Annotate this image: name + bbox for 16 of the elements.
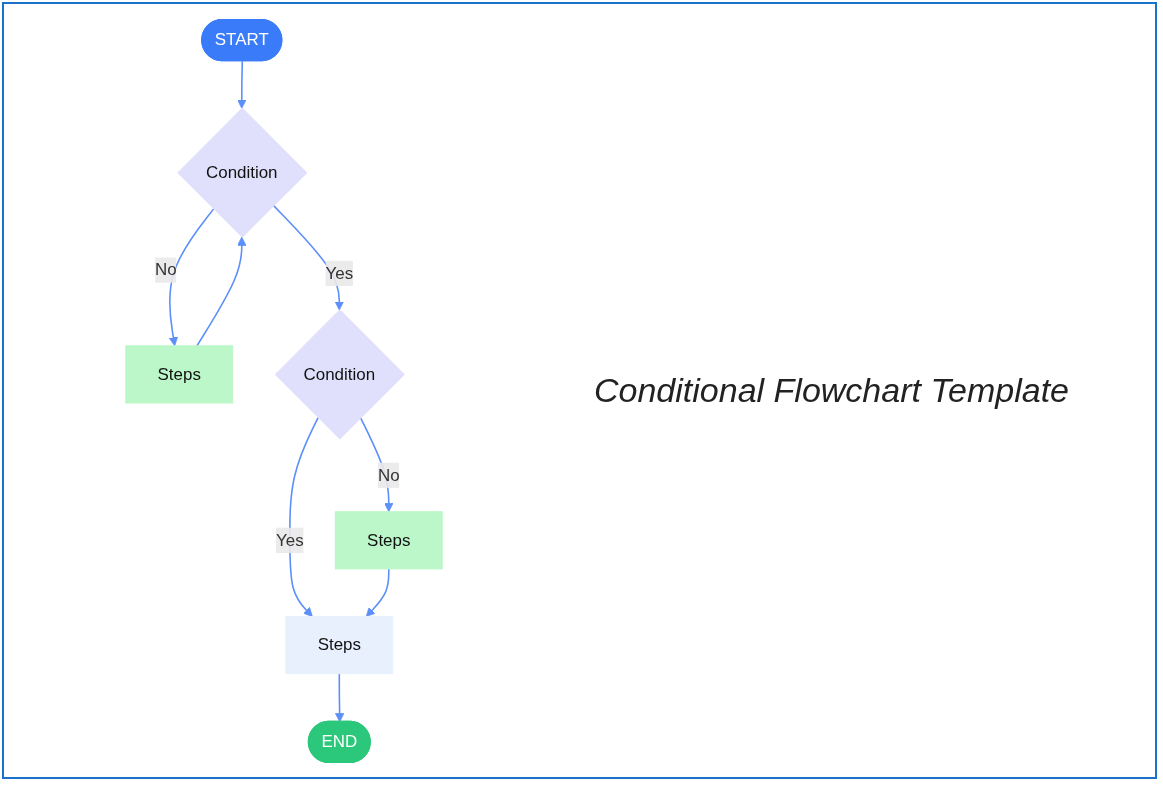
- arrow: [289, 416, 319, 617]
- title: Conditional Flowchart Template: [594, 371, 1070, 410]
- node-box: Steps: [334, 510, 443, 569]
- edge-label: Yes: [325, 263, 354, 282]
- arrow: [196, 236, 247, 347]
- edge-label: No: [155, 260, 177, 279]
- node-diamond: Condition: [177, 107, 308, 238]
- arrow: [365, 567, 390, 617]
- arrow: [335, 672, 345, 722]
- arrow: [168, 207, 215, 346]
- edge-label: Yes: [276, 530, 304, 549]
- node-diamond: Condition: [274, 308, 405, 439]
- node-box: Steps: [125, 344, 234, 403]
- arrow: [237, 59, 247, 109]
- node-box: Steps: [285, 615, 394, 674]
- edge-label: No: [377, 465, 400, 484]
